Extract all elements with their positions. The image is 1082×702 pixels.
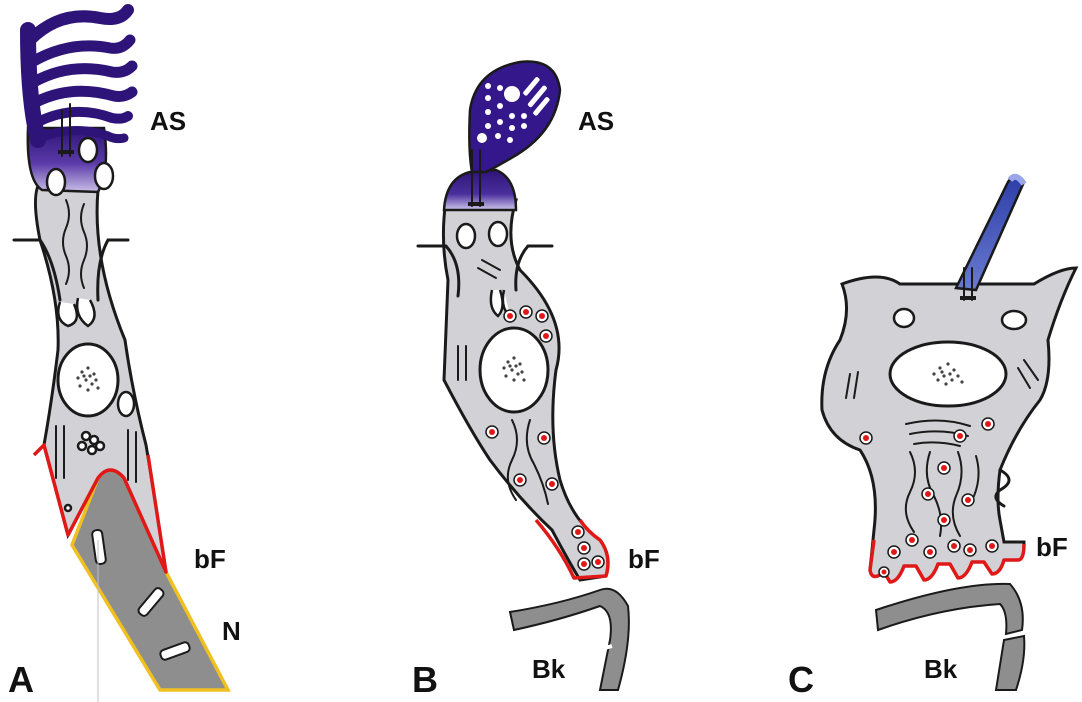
basal-body-b — [468, 202, 484, 206]
nucleus-b — [480, 328, 548, 412]
mitochondrion-b-2 — [489, 222, 507, 246]
panel-label-c: C — [788, 659, 814, 700]
outer-segment-a — [28, 10, 132, 140]
panel-b-cell — [418, 62, 629, 690]
label-as-a: AS — [150, 106, 186, 136]
mitochondrion-c-1 — [894, 309, 914, 327]
label-bf-a: bF — [194, 544, 226, 574]
bipolar-dendrite-b — [510, 589, 629, 690]
mitochondrion-a-4 — [118, 392, 134, 416]
label-bk-b: Bk — [532, 654, 566, 684]
mitochondrion-b-1 — [457, 224, 475, 248]
mitochondrion-a-3 — [95, 163, 113, 189]
label-n-a: N — [222, 616, 241, 646]
label-bk-c: Bk — [924, 654, 958, 684]
nucleus-c — [890, 342, 1006, 406]
mitochondrion-a-2 — [47, 169, 65, 195]
panel-a-cell — [14, 10, 228, 690]
panel-label-b: B — [412, 659, 438, 700]
label-as-b: AS — [578, 106, 614, 136]
mitochondrion-a-1 — [79, 138, 97, 162]
panel-c-cell — [822, 176, 1076, 690]
mitochondrion-c-2 — [1002, 311, 1026, 329]
basal-body-a — [58, 150, 74, 154]
bipolar-dendrite-c-stem — [996, 636, 1024, 690]
outer-segment-c — [956, 176, 1024, 290]
basal-body-c — [960, 296, 976, 300]
label-bf-c: bF — [1036, 532, 1068, 562]
label-bf-b: bF — [628, 544, 660, 574]
panel-label-a: A — [8, 659, 34, 700]
nucleus-a — [58, 344, 118, 416]
bipolar-dendrite-c — [876, 584, 1023, 634]
